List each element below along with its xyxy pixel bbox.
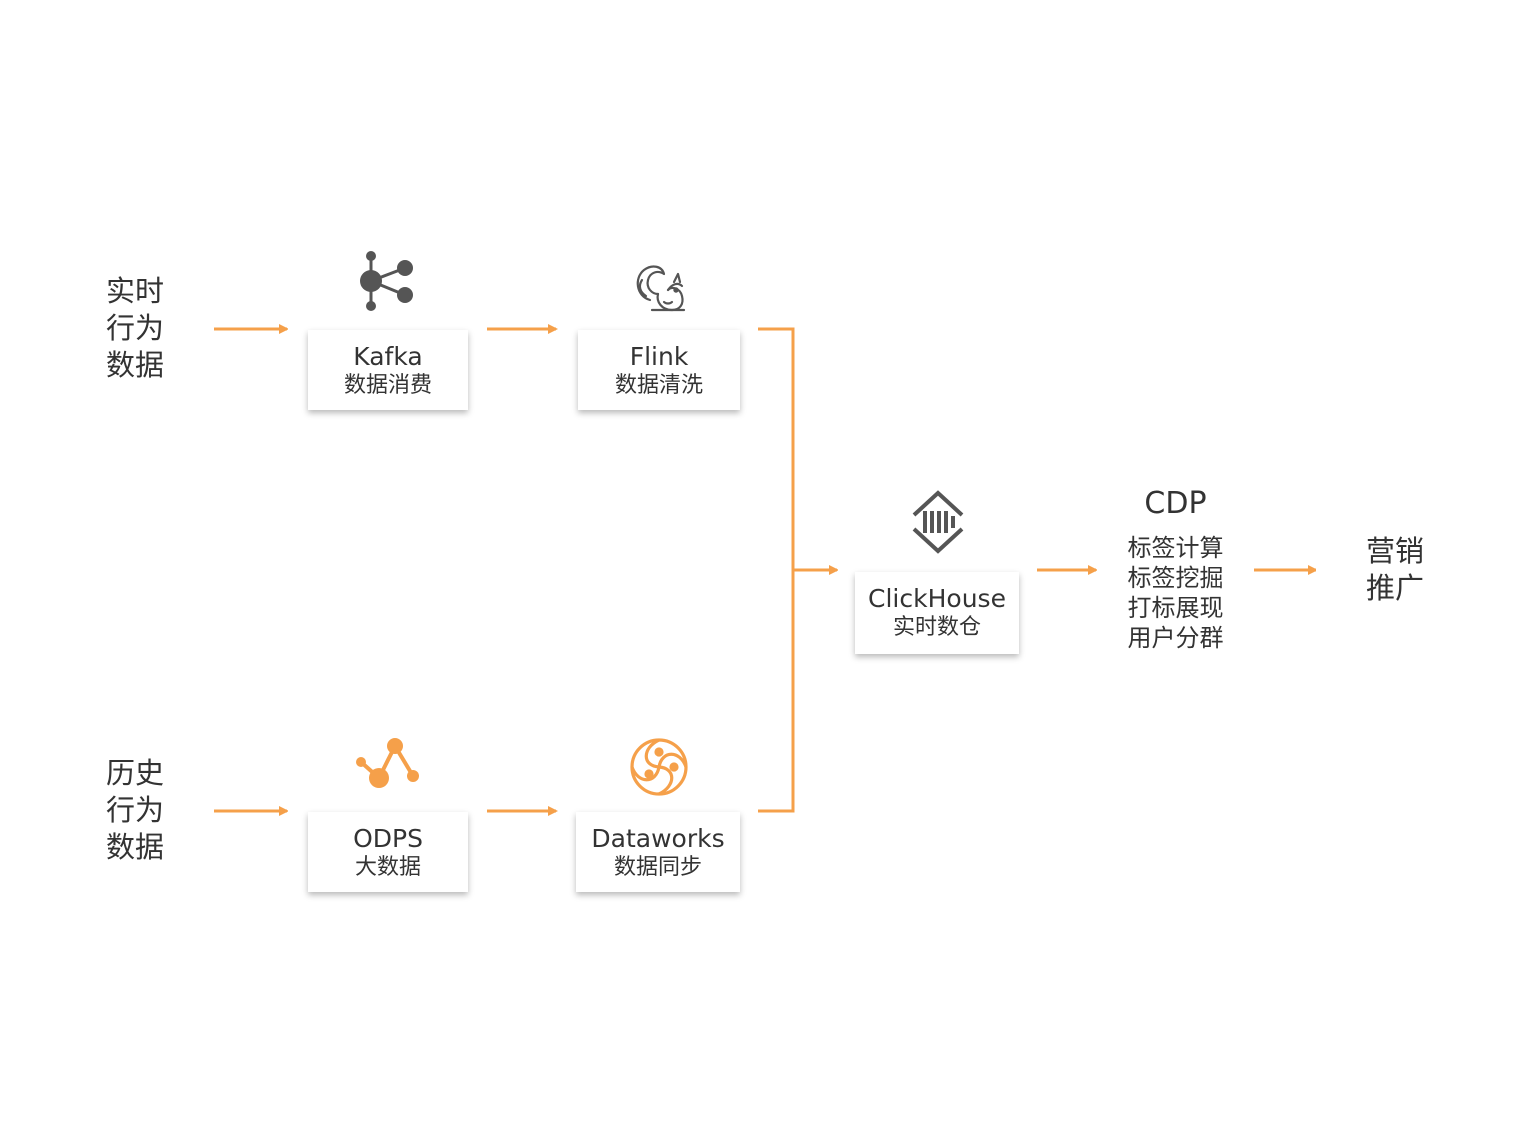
realtime-line-3: 数据 [105, 348, 164, 382]
realtime-line-2: 行为 [105, 311, 164, 345]
odps-title: ODPS [353, 824, 423, 853]
flink-squirrel-icon [628, 256, 690, 318]
marketing-line-1: 营销 [1365, 534, 1424, 568]
cdp-function-3: 打标展现 [1127, 594, 1224, 622]
node-history-data: 历史 行为 数据 [56, 712, 214, 911]
history-line-2: 行为 [105, 793, 164, 827]
history-line-1: 历史 [105, 756, 164, 790]
dataworks-title: Dataworks [591, 824, 725, 853]
flink-title: Flink [629, 342, 689, 371]
dataworks-icon [628, 736, 690, 798]
kafka-subtitle: 数据消费 [343, 373, 432, 398]
node-history-label: 历史 行为 数据 [56, 755, 214, 866]
cdp-functions: 标签计算 标签挖掘 打标展现 用户分群 [1097, 533, 1254, 653]
clickhouse-subtitle: 实时数仓 [892, 615, 981, 640]
node-marketing: 营销 推广 [1316, 471, 1474, 669]
clickhouse-title: ClickHouse [868, 584, 1006, 613]
odps-icon [353, 736, 423, 794]
dataworks-label-card: Dataworks 数据同步 [576, 812, 740, 892]
marketing-line-2: 推广 [1365, 571, 1424, 605]
kafka-label-card: Kafka 数据消费 [308, 330, 468, 410]
edge-dataworks-merge [758, 570, 795, 813]
cdp-function-2: 标签挖掘 [1127, 564, 1224, 592]
odps-subtitle: 大数据 [354, 855, 421, 880]
flink-label-card: Flink 数据清洗 [578, 330, 740, 410]
node-marketing-label: 营销 推广 [1316, 533, 1474, 607]
cdp-function-4: 用户分群 [1127, 624, 1224, 652]
realtime-line-1: 实时 [105, 274, 164, 308]
flink-subtitle: 数据清洗 [614, 373, 703, 398]
node-realtime-data: 实时 行为 数据 [56, 230, 214, 429]
cdp-function-1: 标签计算 [1127, 534, 1224, 562]
cdp-title: CDP [1144, 486, 1207, 521]
node-cdp: CDP 标签计算 标签挖掘 打标展现 用户分群 [1097, 471, 1254, 669]
kafka-title: Kafka [353, 342, 423, 371]
odps-label-card: ODPS 大数据 [308, 812, 468, 892]
dataworks-subtitle: 数据同步 [613, 855, 702, 880]
kafka-network-icon [357, 250, 419, 312]
edge-flink-merge [758, 327, 795, 570]
history-line-3: 数据 [105, 830, 164, 864]
node-realtime-label: 实时 行为 数据 [56, 273, 214, 384]
clickhouse-icon [908, 489, 968, 555]
clickhouse-label-card: ClickHouse 实时数仓 [855, 572, 1019, 654]
